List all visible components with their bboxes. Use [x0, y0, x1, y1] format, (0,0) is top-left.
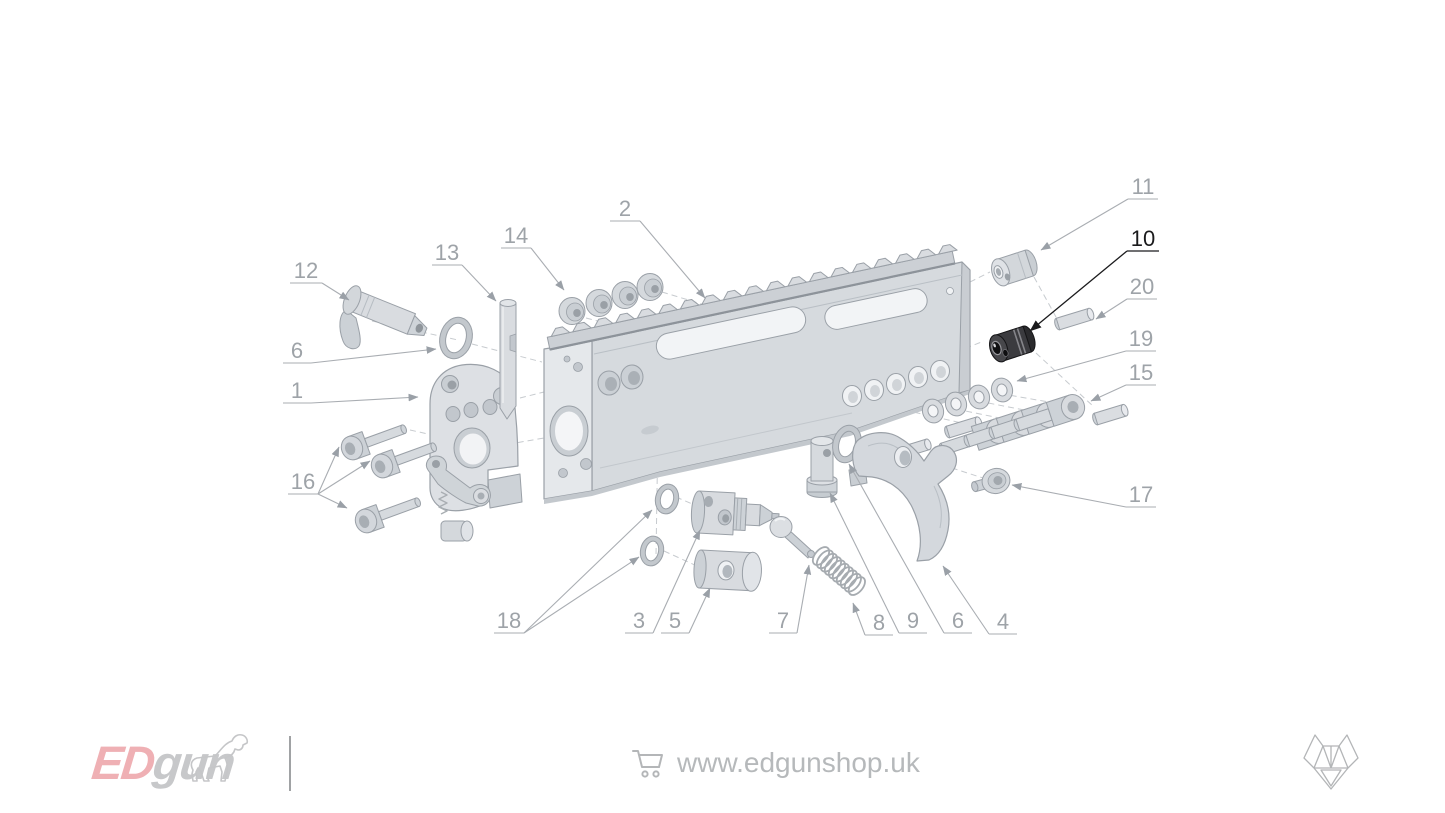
part-screw-17 — [971, 467, 1011, 495]
shop-url: www.edgunshop.uk — [677, 747, 920, 778]
callout-5[interactable]: 5 — [661, 587, 711, 634]
part-screws-16 — [340, 424, 437, 534]
part-oring-6-left — [439, 316, 473, 360]
part-plug-10-highlighted — [989, 325, 1036, 363]
svg-text:1: 1 — [291, 378, 303, 403]
callout-9[interactable]: 9 — [829, 492, 927, 634]
part-bushing-9 — [806, 436, 838, 498]
callout-4[interactable]: 4 — [942, 565, 1017, 635]
part-orings-18 — [639, 483, 680, 567]
part-bolt-handle — [339, 285, 428, 350]
rottweiler-dog-icon — [190, 733, 249, 782]
svg-text:2: 2 — [619, 196, 631, 221]
svg-text:12: 12 — [294, 258, 318, 283]
svg-text:5: 5 — [669, 608, 681, 633]
footer-divider — [289, 736, 291, 791]
part-pin-13 — [499, 299, 517, 420]
svg-text:10: 10 — [1131, 226, 1155, 251]
part-washers-19 — [921, 377, 1014, 424]
callout-8[interactable]: 8 — [852, 602, 893, 636]
svg-text:19: 19 — [1129, 326, 1153, 351]
part-spring-8 — [811, 546, 866, 596]
part-plug-11 — [991, 249, 1038, 287]
callout-16[interactable]: 16 — [288, 446, 371, 509]
svg-text:20: 20 — [1130, 274, 1154, 299]
svg-text:18: 18 — [497, 608, 521, 633]
part-ball-pin-7 — [769, 516, 815, 559]
part-latch — [425, 455, 491, 542]
callout-10-highlighted[interactable]: 10 — [1029, 226, 1159, 332]
svg-text:11: 11 — [1132, 174, 1155, 199]
part-lever-4 — [848, 432, 958, 562]
part-cylinder-5 — [693, 549, 762, 592]
shop-link[interactable]: www.edgunshop.uk — [632, 745, 920, 781]
callout-11[interactable]: 11 — [1040, 174, 1158, 251]
svg-text:7: 7 — [777, 608, 789, 633]
svg-text:6: 6 — [291, 338, 303, 363]
callout-12[interactable]: 12 — [290, 258, 350, 301]
callout-7[interactable]: 7 — [769, 564, 812, 634]
callouts: 12 13 14 2 11 10 20 — [283, 174, 1159, 636]
svg-text:15: 15 — [1129, 360, 1153, 385]
svg-text:16: 16 — [291, 469, 315, 494]
fox-logo-icon — [1303, 734, 1359, 790]
part-screws-14 — [558, 273, 664, 325]
callout-3[interactable]: 3 — [625, 529, 701, 634]
svg-text:9: 9 — [907, 608, 919, 633]
part-screws-15 — [938, 394, 1086, 456]
svg-text:17: 17 — [1129, 482, 1153, 507]
callout-6-left[interactable]: 6 — [283, 338, 437, 364]
brand-prefix: ED — [89, 736, 157, 789]
svg-text:3: 3 — [633, 608, 645, 633]
callout-6-bottom[interactable]: 6 — [848, 463, 972, 634]
parts — [339, 244, 1129, 596]
part-pin-20 — [1054, 307, 1095, 331]
part-valve-3 — [690, 490, 780, 536]
part-receiver — [543, 244, 971, 504]
callout-2[interactable]: 2 — [610, 196, 706, 299]
callout-19[interactable]: 19 — [1016, 326, 1156, 383]
callout-14[interactable]: 14 — [501, 223, 565, 291]
shopping-cart-icon — [632, 750, 663, 778]
part-rail — [546, 244, 958, 351]
svg-text:4: 4 — [997, 609, 1009, 634]
callout-13[interactable]: 13 — [432, 240, 497, 302]
svg-text:14: 14 — [504, 223, 528, 248]
svg-text:6: 6 — [952, 608, 964, 633]
callout-20[interactable]: 20 — [1095, 274, 1157, 320]
callout-17[interactable]: 17 — [1011, 482, 1156, 508]
callout-18[interactable]: 18 — [494, 509, 653, 634]
callout-15[interactable]: 15 — [1090, 360, 1156, 402]
svg-text:13: 13 — [435, 240, 459, 265]
svg-text:8: 8 — [873, 610, 885, 635]
callout-1[interactable]: 1 — [283, 378, 419, 404]
